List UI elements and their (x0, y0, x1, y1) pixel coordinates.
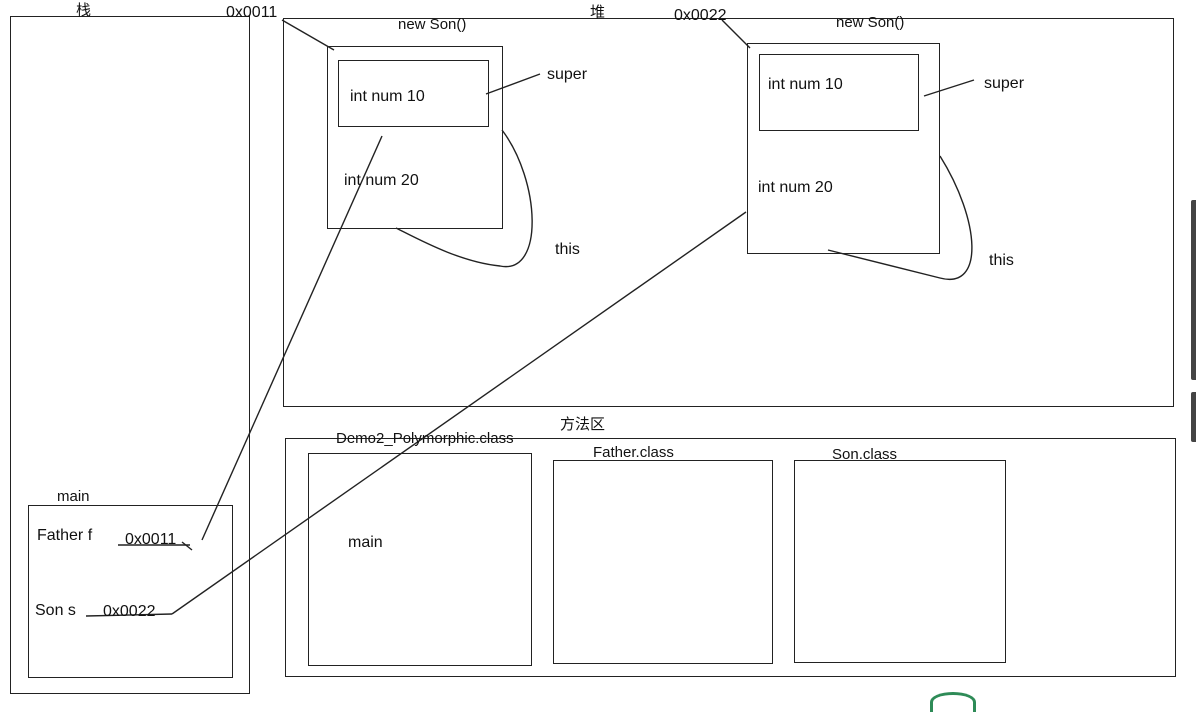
this-field-2: int num 20 (758, 179, 833, 196)
object-box-2 (747, 43, 940, 254)
status-indicator-icon (930, 692, 976, 712)
object-address-2: 0x0022 (674, 7, 727, 24)
class-name-3: Son.class (832, 446, 898, 463)
class-box-1 (308, 453, 532, 666)
class-name-1: Demo2_Polymorphic.class (336, 430, 514, 447)
this-curve-2 (827, 155, 973, 281)
var-value-f: 0x0011 (125, 531, 177, 548)
address-leader-2 (721, 19, 751, 49)
this-label-1: this (555, 241, 580, 258)
class-box-2 (553, 460, 773, 664)
heap-label: 堆 (590, 4, 606, 21)
ref-line-s (171, 211, 747, 615)
this-field-1: int num 20 (344, 172, 419, 189)
var-value-s: 0x0022 (103, 603, 156, 620)
var-name-f: Father f (37, 527, 93, 544)
main-frame-label: main (57, 488, 90, 505)
class-name-2: Father.class (593, 444, 674, 461)
super-pointer-1 (485, 73, 541, 95)
super-pointer-2 (923, 79, 975, 97)
stack-label: 栈 (76, 2, 92, 19)
object-title-1: new Son() (398, 16, 467, 33)
super-field-2: int num 10 (768, 76, 843, 93)
object-box-1 (327, 46, 503, 229)
class-content-1: main (348, 534, 383, 551)
class-box-3 (794, 460, 1006, 663)
method-area-region (285, 438, 1176, 677)
super-box-2 (759, 54, 919, 131)
value-underline-2 (85, 613, 173, 617)
address-leader-1 (281, 19, 335, 51)
stack-region (10, 16, 250, 694)
object-address-1: 0x0011 (226, 4, 278, 21)
this-label-2: this (989, 252, 1014, 269)
super-box-1 (338, 60, 489, 127)
super-label-2: super (984, 75, 1025, 92)
right-edge-tab-2[interactable] (1191, 392, 1196, 442)
super-label-1: super (547, 66, 588, 83)
cursor-mark (181, 541, 193, 551)
method-area-label: 方法区 (560, 416, 606, 433)
this-curve-1 (395, 129, 533, 268)
object-title-2: new Son() (836, 14, 905, 31)
ref-line-f (201, 135, 383, 541)
super-field-1: int num 10 (350, 88, 425, 105)
right-edge-tab-1[interactable] (1191, 200, 1196, 380)
heap-region (283, 18, 1174, 407)
main-frame-box (28, 505, 233, 678)
var-name-s: Son s (35, 602, 76, 619)
